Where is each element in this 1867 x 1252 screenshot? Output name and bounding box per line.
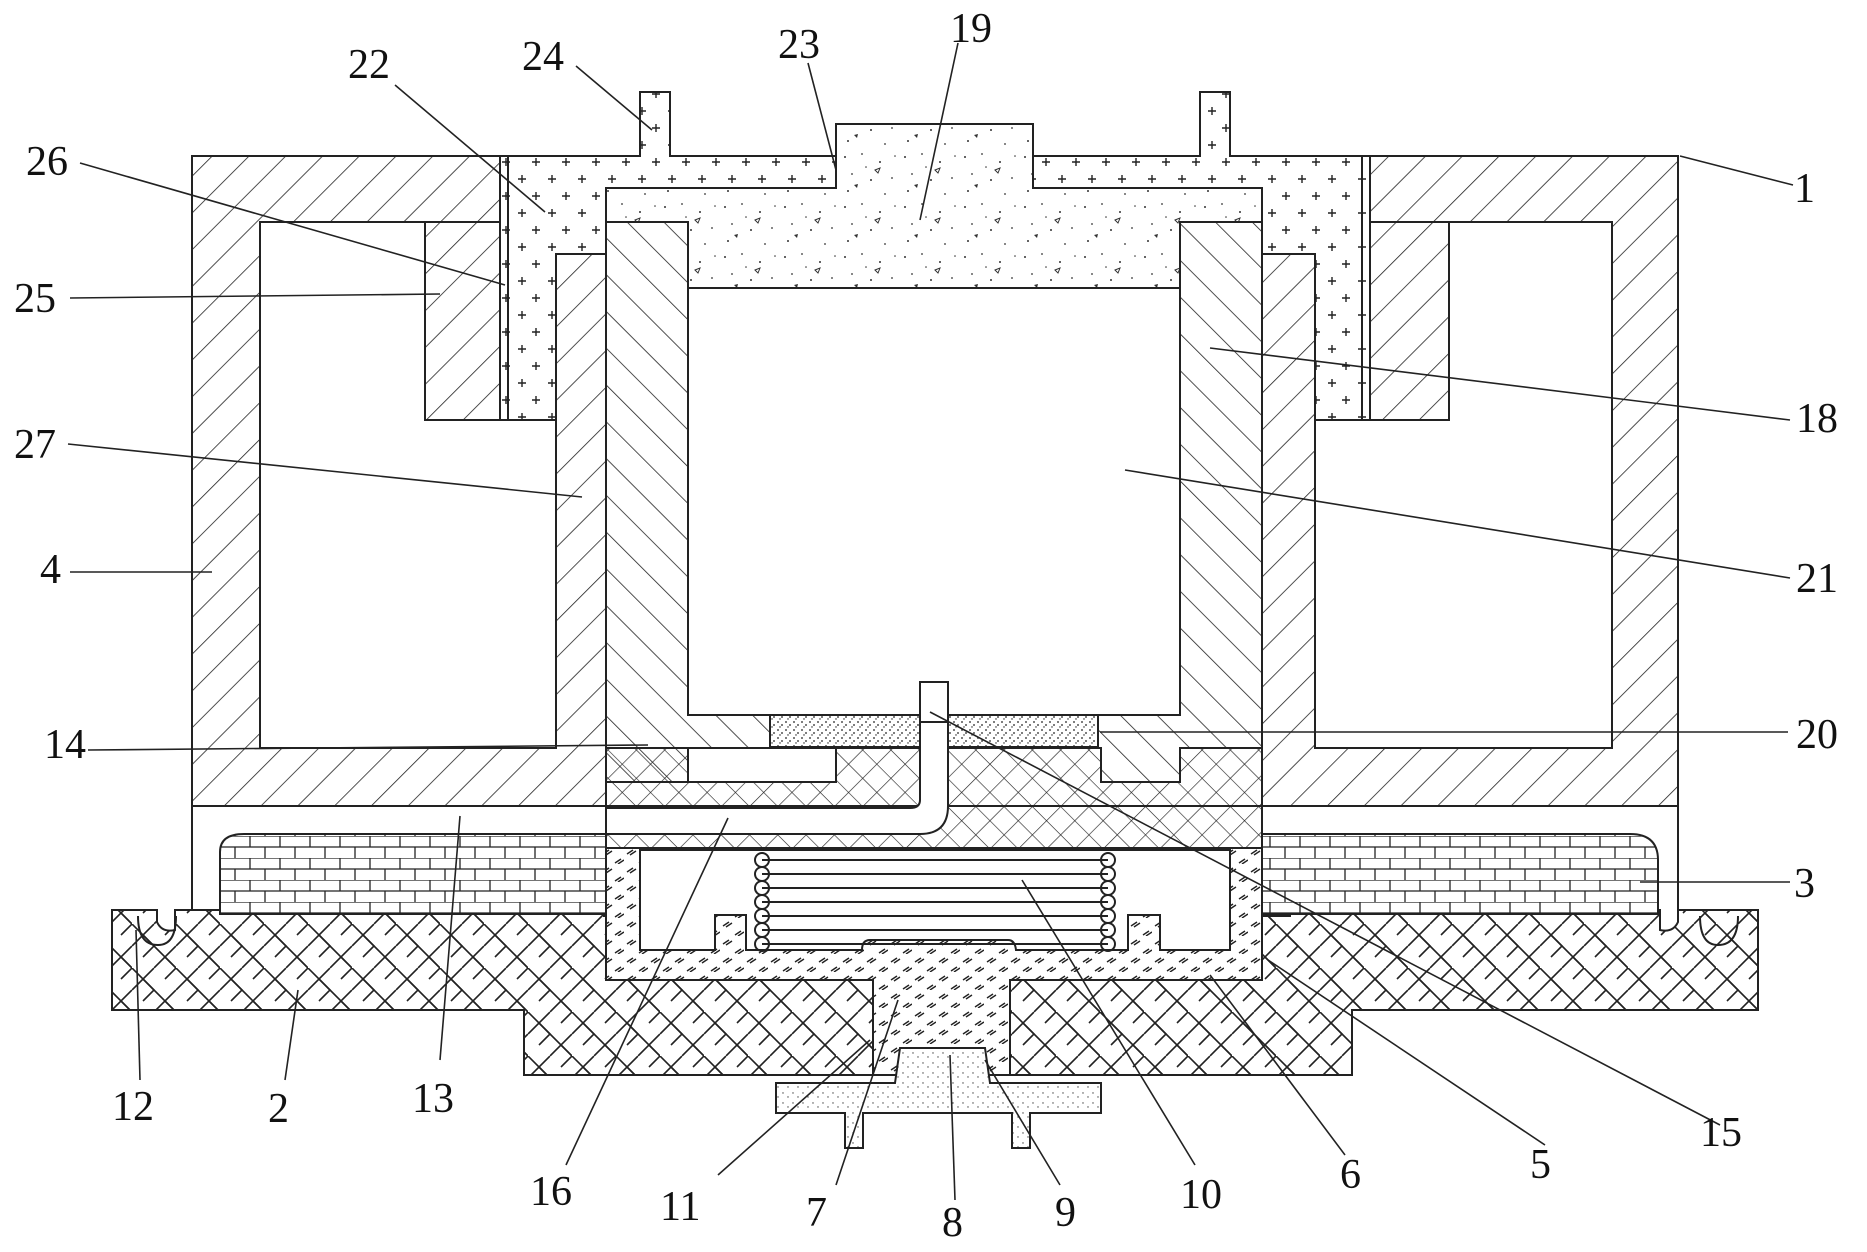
- label-9: 9: [1055, 1190, 1076, 1236]
- label-14: 14: [44, 722, 86, 768]
- cavity-left: [259, 221, 557, 749]
- label-22: 22: [348, 42, 390, 88]
- spring-10: [754, 852, 1116, 952]
- label-20: 20: [1796, 712, 1838, 758]
- label-10: 10: [1180, 1172, 1222, 1218]
- label-18: 18: [1796, 396, 1838, 442]
- label-16: 16: [530, 1169, 572, 1215]
- layer-3: [1261, 833, 1659, 915]
- label-24: 24: [522, 34, 564, 80]
- label-5: 5: [1530, 1142, 1551, 1188]
- leader-lines: [67, 42, 1794, 1201]
- tube-15: [919, 681, 949, 723]
- groove-12: [137, 915, 177, 947]
- label-27: 27: [14, 422, 56, 468]
- label-12: 12: [112, 1084, 154, 1130]
- label-19: 19: [950, 6, 992, 52]
- block-25: [424, 221, 501, 421]
- chamber-21: [687, 287, 1181, 716]
- layer-3-left: [219, 833, 607, 915]
- label-15: 15: [1700, 1110, 1742, 1156]
- label-23: 23: [778, 22, 820, 68]
- label-26: 26: [26, 139, 68, 185]
- label-6: 6: [1340, 1152, 1361, 1198]
- filler-22: [499, 91, 1371, 421]
- label-1: 1: [1794, 166, 1815, 212]
- label-2: 2: [268, 1086, 289, 1132]
- label-7: 7: [806, 1190, 827, 1236]
- cap-19: [605, 123, 1263, 289]
- label-25: 25: [14, 276, 56, 322]
- groove-right: [1699, 915, 1739, 947]
- label-3: 3: [1794, 861, 1815, 907]
- part-labels: 1 2 3 4 5 6 7 8 9 10 11 12 13 14 15 16 1…: [14, 6, 1838, 1246]
- channel-16: [192, 681, 949, 835]
- label-21: 21: [1796, 556, 1838, 602]
- label-13: 13: [412, 1076, 454, 1122]
- block-right: [1369, 221, 1450, 421]
- label-11: 11: [660, 1184, 700, 1230]
- label-8: 8: [942, 1200, 963, 1246]
- label-4: 4: [40, 547, 61, 593]
